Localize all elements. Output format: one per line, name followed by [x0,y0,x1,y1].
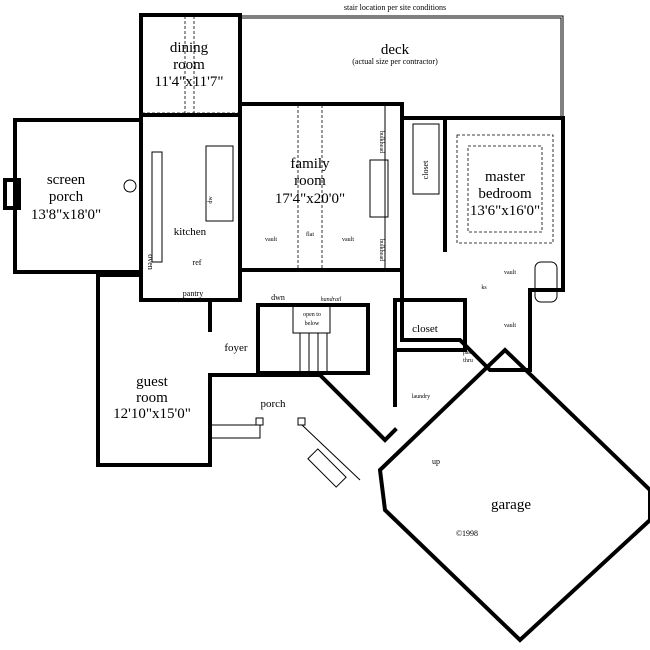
deck-label: deck [381,42,410,58]
closet-label: closet [412,323,438,335]
stair-location-note: stair location per site conditions [344,3,446,12]
bulkhead-top: bulkhead [378,131,384,153]
oven-label: oven [146,254,155,270]
guest-label-1: guest [136,374,168,390]
fireplace [369,159,389,218]
up-label: up [432,457,440,466]
master-label-1: master [485,169,525,185]
copyright: ©1998 [456,529,478,538]
kitchen-label: kitchen [174,226,207,238]
dwn-label: dwn [271,293,285,302]
screen-porch-label-1: screen [47,172,86,188]
family-vault-left: vault [265,237,277,243]
ref-label: ref [193,258,202,267]
pass-thru-1: pass [463,350,474,356]
dining-room-walls [139,13,242,117]
family-label-1: family [290,156,330,172]
kitchen-island [205,145,234,222]
deck [240,15,564,118]
screen-porch-size: 13'8"x18'0" [31,207,101,223]
family-vault-right: vault [342,237,354,243]
porch-steps [209,424,261,439]
counter [151,151,163,263]
ks-label: ks [481,285,487,291]
open-to-below-1: open to [303,312,321,318]
screen-porch-label-2: porch [49,189,84,205]
open-to-below-2: below [305,321,320,327]
bathtub [534,261,558,303]
vault-top: vault [504,270,516,276]
pass-thru-2: thru [463,358,473,364]
foyer-label: foyer [224,342,248,354]
laundry-label: laundry [412,394,430,400]
grill [123,179,137,193]
guest-size: 12'10"x15'0" [113,406,191,422]
family-label-2: room [294,173,326,189]
garage-label: garage [491,497,531,513]
master-size: 13'6"x16'0" [470,203,540,219]
garage-walls [377,347,650,643]
bulkhead-bottom: bulkhead [378,239,384,261]
dw-label: dw [208,196,214,204]
master-closet-label: closet [421,160,430,179]
family-flat: flat [306,231,314,238]
handrail-label: handrail [321,297,342,303]
porch-label: porch [260,398,286,410]
dining-label-2: room [173,57,205,73]
pantry-label: pantry [183,289,203,298]
dining-label-1: dining [170,40,209,56]
family-size: 17'4"x20'0" [275,191,345,207]
screen-porch-walls [13,118,143,274]
deck-note: (actual size per contractor) [352,57,438,66]
walk-in-closet [393,298,467,352]
vault-bottom: vault [504,323,516,329]
guest-label-2: room [136,390,168,406]
porch-fireplace [3,178,21,210]
master-label-2: bedroom [478,186,532,202]
dining-size: 11'4"x11'7" [154,74,223,90]
master-closet [412,123,440,195]
